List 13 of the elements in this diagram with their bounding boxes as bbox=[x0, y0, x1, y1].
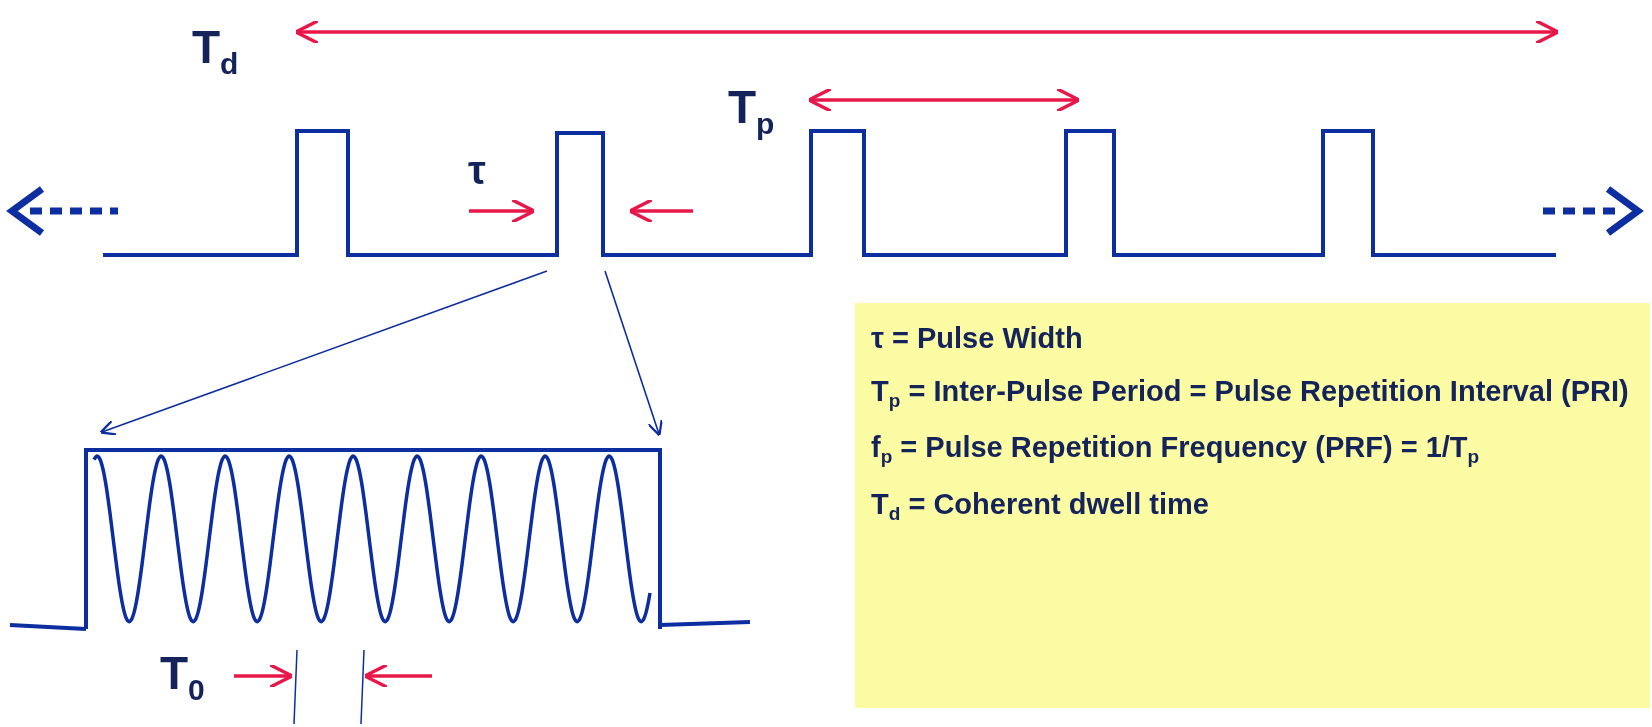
zoom-arrow bbox=[99, 270, 548, 436]
definition-text: f$_{p}$ = Pulse Repetition Frequency (PRF) = 1/T$_{p}$ bbox=[871, 430, 1481, 469]
symbol-label: T$_{p}$ bbox=[728, 84, 775, 139]
definition-text: T$_{d}$ = Coherent dwell time bbox=[871, 486, 1210, 526]
zoom-arrow bbox=[604, 270, 663, 437]
definition-text: τ = Pulse Width bbox=[871, 321, 1084, 356]
pulse-shape bbox=[555, 131, 605, 257]
symbol-label: T$_{d}$ bbox=[192, 24, 239, 79]
symbol-label: T$_{0}$ bbox=[160, 650, 205, 705]
definition-text: T$_{p}$ = Inter-Pulse Period = Pulse Repetition Interval (PRI) bbox=[871, 373, 1630, 413]
zoomed-pulse-drawing bbox=[84, 448, 662, 629]
definition-panel bbox=[855, 303, 1650, 708]
symbol-label: τ bbox=[468, 150, 486, 190]
